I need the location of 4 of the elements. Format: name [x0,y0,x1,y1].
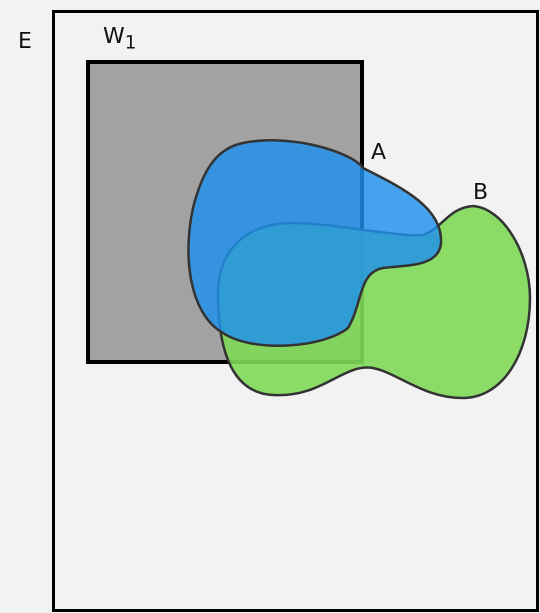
set-label: B [473,181,488,205]
set-label: A [371,141,386,165]
set-label: E [18,30,32,54]
set-label: W$_{1}$ [103,25,136,56]
